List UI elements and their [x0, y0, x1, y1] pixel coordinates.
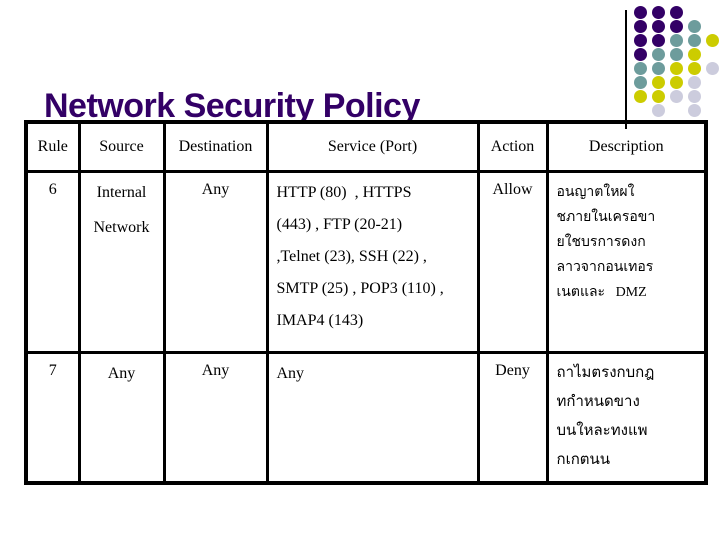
column-header-destination: Destination — [162, 120, 269, 173]
column-header-service: Service (Port) — [265, 120, 480, 173]
rule-7-number-cell: 7 — [24, 351, 81, 485]
dot — [634, 48, 647, 61]
dot — [652, 76, 665, 89]
dot — [634, 62, 647, 75]
column-header-rule: Rule — [24, 120, 81, 173]
rule-7-source-cell: Any — [77, 351, 166, 485]
dot — [670, 34, 683, 47]
dot — [670, 20, 683, 33]
dot — [634, 34, 647, 47]
rule-7-service-cell: Any — [265, 351, 480, 485]
rule-6-action-cell: Allow — [476, 170, 549, 354]
column-header-source: Source — [77, 120, 166, 173]
rule-7-action-cell: Deny — [476, 351, 549, 485]
column-header-description: Description — [545, 120, 708, 173]
dot — [688, 90, 701, 103]
rule-6-source-cell: Internal Network — [77, 170, 166, 354]
dot — [670, 62, 683, 75]
dot — [688, 76, 701, 89]
policy-table: Rule Source Destination Service (Port) A… — [24, 120, 708, 485]
rule-6-destination-cell: Any — [162, 170, 269, 354]
dot — [652, 20, 665, 33]
dot — [652, 34, 665, 47]
dot — [652, 62, 665, 75]
dot — [634, 90, 647, 103]
dot — [688, 104, 701, 117]
slide-title: Network Security Policy — [44, 86, 420, 125]
table-row-rule-7: 7 Any Any Any Deny ถาไมตรงกบกฎ ทกำหนดขาง… — [24, 351, 708, 485]
column-header-action: Action — [476, 120, 549, 173]
rule-7-description-cell: ถาไมตรงกบกฎ ทกำหนดขาง บนใหละทงแพ กเกตนน — [545, 351, 708, 485]
dot — [688, 20, 701, 33]
dot — [688, 34, 701, 47]
dot — [706, 62, 719, 75]
dot — [670, 90, 683, 103]
dot — [634, 76, 647, 89]
header-row: Rule Source Destination Service (Port) A… — [24, 120, 708, 173]
dot — [634, 6, 647, 19]
rule-7-destination-cell: Any — [162, 351, 269, 485]
dot — [706, 34, 719, 47]
dots-decoration — [634, 6, 720, 118]
dot — [634, 20, 647, 33]
dot — [670, 48, 683, 61]
dot — [670, 76, 683, 89]
rule-6-service-cell: HTTP (80) , HTTPS (443) , FTP (20-21) ,T… — [265, 170, 480, 354]
dot — [652, 6, 665, 19]
table-row-rule-6: 6 Internal Network Any HTTP (80) , HTTPS… — [24, 170, 708, 354]
decoration-vertical-line — [625, 10, 627, 129]
dot — [652, 48, 665, 61]
dot — [670, 6, 683, 19]
dot — [652, 90, 665, 103]
rule-6-number-cell: 6 — [24, 170, 81, 354]
rule-6-description-cell: อนญาตใหผใ ชภายในเครอขา ยใชบรการดงก ลาวจา… — [545, 170, 708, 354]
dot — [688, 62, 701, 75]
dot — [688, 48, 701, 61]
dot — [652, 104, 665, 117]
